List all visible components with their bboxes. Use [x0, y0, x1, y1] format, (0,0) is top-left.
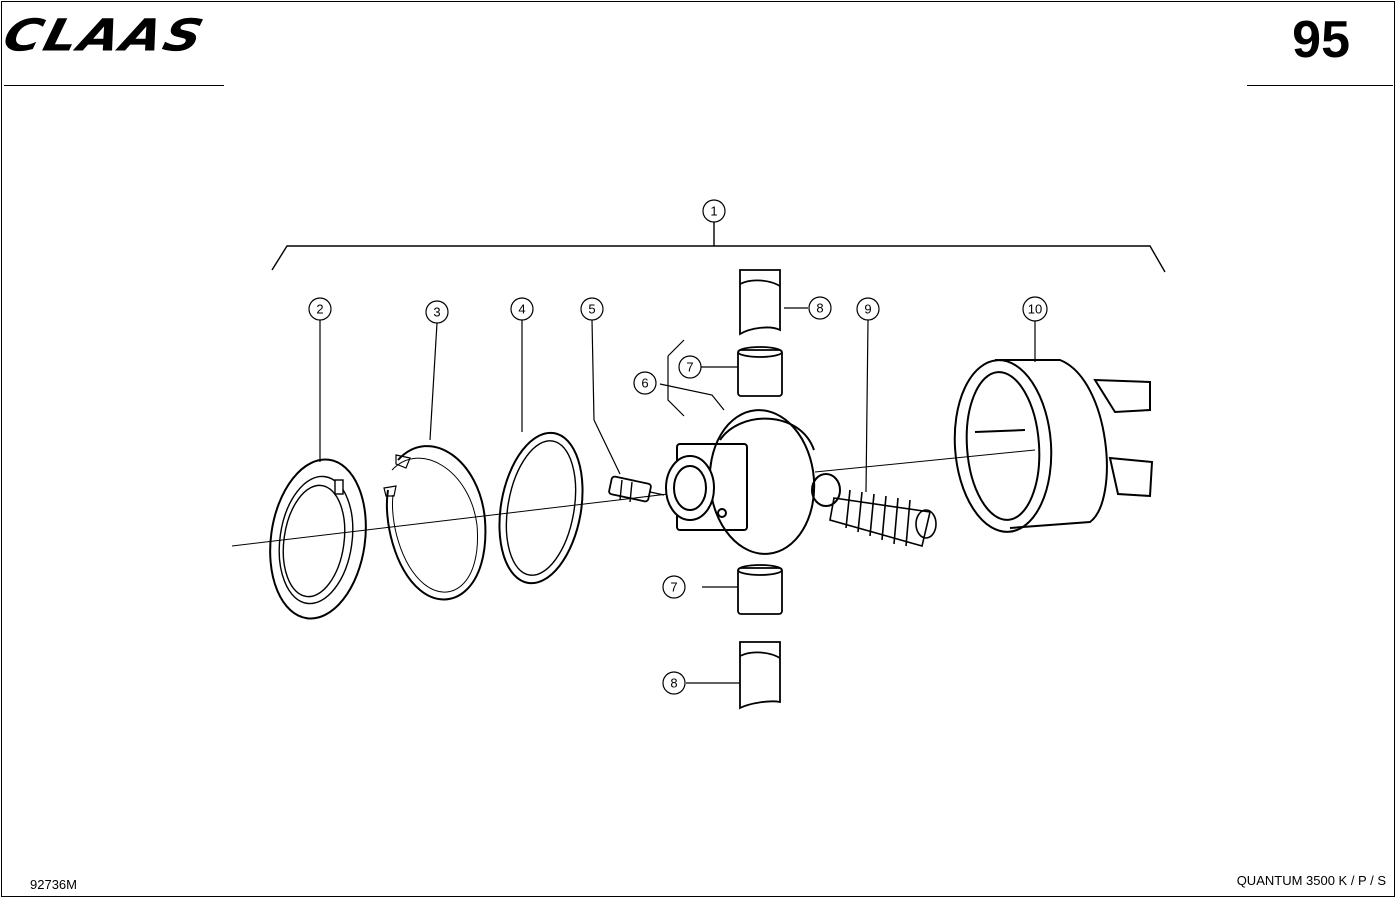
callout-3: 3 [433, 305, 440, 320]
callout-6: 6 [641, 376, 648, 391]
assembly-bracket [271, 245, 1166, 273]
part-5-grease-nipple [608, 475, 665, 503]
callout-5: 5 [588, 302, 595, 317]
callout-1: 1 [710, 204, 717, 219]
part-6-cross-hub [665, 409, 841, 555]
leader-lines [319, 307, 1036, 684]
callout-8-bottom: 8 [670, 676, 677, 691]
callout-7-bottom: 7 [670, 580, 677, 595]
model-designation: QUANTUM 3500 K / P / S [1236, 873, 1386, 888]
header-rule-left [4, 85, 224, 86]
part-3-circlip [383, 445, 487, 601]
callout-circles [308, 199, 1048, 695]
callout-4: 4 [518, 302, 525, 317]
drawing-code: 92736M [30, 877, 77, 892]
callout-2: 2 [316, 302, 323, 317]
callout-7-top: 7 [686, 360, 693, 375]
part-2-seal [269, 458, 367, 620]
part-8-block-top [739, 269, 781, 336]
page-number: 95 [1292, 11, 1350, 69]
part-7-bushing-bottom [737, 564, 783, 615]
callout-8-top: 8 [816, 301, 823, 316]
part-7-bushing-top [737, 346, 783, 397]
axis-line [231, 493, 669, 547]
part-9-spring-bolt [829, 489, 937, 547]
part-8-block-bottom [739, 641, 781, 710]
callout-9: 9 [864, 302, 871, 317]
part-10-yoke [953, 359, 1154, 533]
callout-10: 10 [1028, 302, 1042, 317]
part-4-ring [498, 431, 584, 585]
header-rule-right [1247, 85, 1393, 86]
